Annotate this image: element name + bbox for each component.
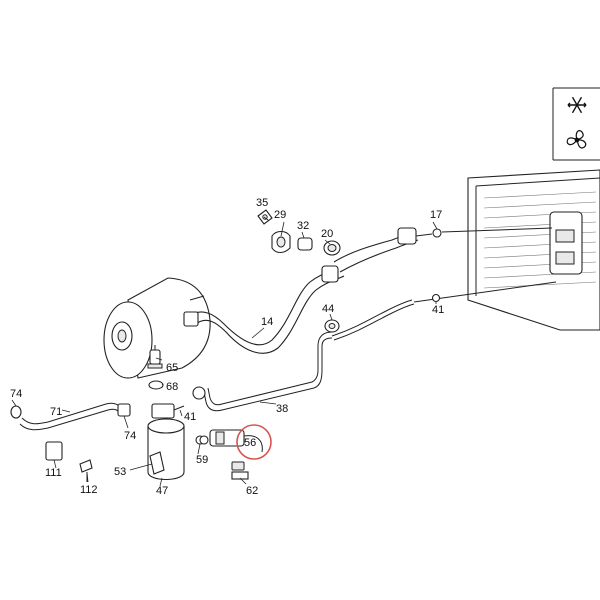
upper-hose-17 (333, 227, 553, 273)
label-62: 62 (246, 485, 258, 497)
switch-assembly-56 (195, 429, 263, 480)
label-17: 17 (430, 209, 442, 221)
label-47: 47 (156, 485, 168, 497)
label-41-lower: 41 (184, 411, 196, 423)
snowflake-icon (567, 96, 587, 114)
connector-62b (231, 471, 249, 480)
suction-hose-14 (183, 265, 345, 354)
pressure-line-38 (192, 281, 557, 412)
leader-lines (11, 216, 438, 487)
label-14: 14 (261, 316, 273, 328)
fan-icon (566, 130, 587, 149)
liquid-line-71 (10, 402, 131, 482)
label-32: 32 (297, 220, 309, 232)
label-74-right: 74 (124, 430, 136, 442)
legend-box (552, 87, 600, 161)
pressure-switch-65 (147, 345, 164, 390)
label-71: 71 (50, 406, 62, 418)
label-41-upper: 41 (432, 304, 444, 316)
label-111: 111 (45, 467, 62, 479)
callout-highlight (236, 424, 272, 460)
label-35: 35 (256, 197, 268, 209)
clamp-111 (45, 441, 63, 461)
bracket-53 (149, 451, 165, 475)
label-53: 53 (114, 466, 126, 478)
evaporator-housing (467, 169, 600, 331)
label-68: 68 (166, 381, 178, 393)
label-20: 20 (321, 228, 333, 240)
seal-68 (148, 380, 164, 390)
label-56: 56 (244, 437, 256, 449)
label-59: 59 (196, 454, 208, 466)
bolt-112 (79, 459, 93, 473)
label-74-left: 74 (10, 388, 22, 400)
fitting-cluster-top (257, 209, 341, 256)
label-65: 65 (166, 362, 178, 374)
compressor (103, 277, 211, 379)
bolt-32 (297, 237, 313, 251)
connector-62 (231, 461, 245, 471)
receiver-drier-47 (147, 403, 185, 481)
part-labels: 35 29 32 20 17 14 44 41 38 41 65 68 71 7… (10, 197, 444, 497)
label-29: 29 (274, 209, 286, 221)
label-112: 112 (80, 484, 98, 496)
label-44: 44 (322, 303, 334, 315)
label-38: 38 (276, 403, 288, 415)
